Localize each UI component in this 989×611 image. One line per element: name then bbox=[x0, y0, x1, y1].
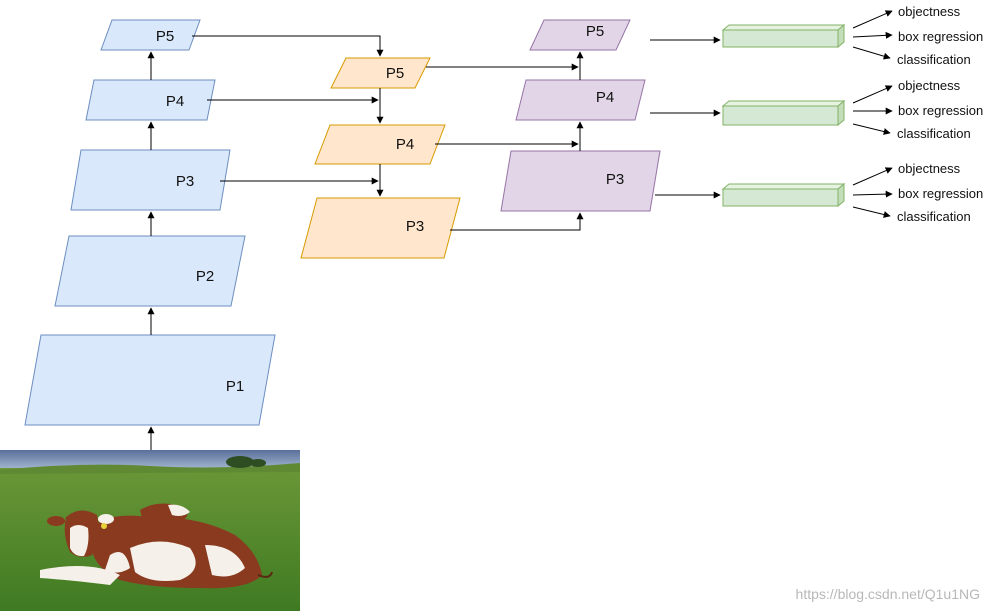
head-2: objectness box regression classification bbox=[650, 78, 983, 141]
head-1-objectness: objectness bbox=[898, 4, 961, 19]
backbone-p1-box bbox=[24, 334, 276, 426]
fpn-p5-label: P5 bbox=[386, 65, 404, 82]
head-1-tensor bbox=[721, 23, 846, 49]
watermark: https://blog.csdn.net/Q1u1NG bbox=[796, 586, 980, 602]
backbone-p2-box bbox=[54, 235, 246, 307]
head-1-box-regression: box regression bbox=[898, 29, 983, 44]
pan-p3-label: P3 bbox=[606, 171, 624, 188]
fpn-p5-box bbox=[330, 57, 431, 89]
backbone-p3-box bbox=[70, 149, 231, 211]
head-3-tensor bbox=[721, 182, 846, 208]
arrow-head-1-cls bbox=[852, 46, 891, 60]
backbone-p1-label: P1 bbox=[226, 378, 244, 395]
head-2-box-regression: box regression bbox=[898, 103, 983, 118]
arrow-head-1-box bbox=[852, 31, 893, 39]
pan-p4-label: P4 bbox=[596, 89, 614, 106]
pan-p3-box bbox=[500, 150, 661, 212]
backbone-p4-box bbox=[85, 79, 216, 121]
arrow-head-2-objectness bbox=[852, 85, 893, 104]
arrow-head-3-cls bbox=[852, 206, 891, 218]
fpn: P5 P4 P3 bbox=[192, 35, 461, 259]
backbone: P1 P2 P3 P4 P5 bbox=[24, 19, 276, 450]
arrow-backbone-p5-to-fpn-p5 bbox=[192, 35, 384, 57]
backbone-p3-label: P3 bbox=[176, 173, 194, 190]
head-3-box-regression: box regression bbox=[898, 186, 983, 201]
head-3-classification: classification bbox=[897, 209, 971, 224]
pan-p5-box bbox=[529, 19, 631, 51]
backbone-p5-label: P5 bbox=[156, 28, 174, 45]
arrow-head-2-cls bbox=[852, 123, 891, 135]
head-1: objectness box regression classification bbox=[650, 4, 983, 67]
fpn-p3-box bbox=[300, 197, 461, 259]
head-3: objectness box regression classification bbox=[655, 161, 983, 224]
arrow-head-3-objectness bbox=[852, 167, 893, 186]
detection-heads: objectness box regression classification… bbox=[650, 4, 983, 224]
pan: P5 P4 P3 bbox=[426, 19, 661, 231]
fpn-p3-label: P3 bbox=[406, 218, 424, 235]
head-2-classification: classification bbox=[897, 126, 971, 141]
backbone-p4-label: P4 bbox=[166, 93, 184, 110]
input-image bbox=[0, 450, 300, 611]
arrow-head-1-objectness bbox=[852, 10, 893, 29]
pan-p5-label: P5 bbox=[586, 23, 604, 40]
backbone-p5-box bbox=[100, 19, 201, 51]
head-3-objectness: objectness bbox=[898, 161, 961, 176]
backbone-p2-label: P2 bbox=[196, 268, 214, 285]
arrow-fpn-p3-to-pan-p3 bbox=[450, 212, 584, 231]
head-1-classification: classification bbox=[897, 52, 971, 67]
arrow-head-3-box bbox=[852, 190, 893, 198]
head-2-objectness: objectness bbox=[898, 78, 961, 93]
pan-p4-box bbox=[515, 79, 646, 121]
head-2-tensor bbox=[721, 99, 846, 127]
fpn-p4-box bbox=[314, 124, 446, 165]
fpn-p4-label: P4 bbox=[396, 136, 414, 153]
